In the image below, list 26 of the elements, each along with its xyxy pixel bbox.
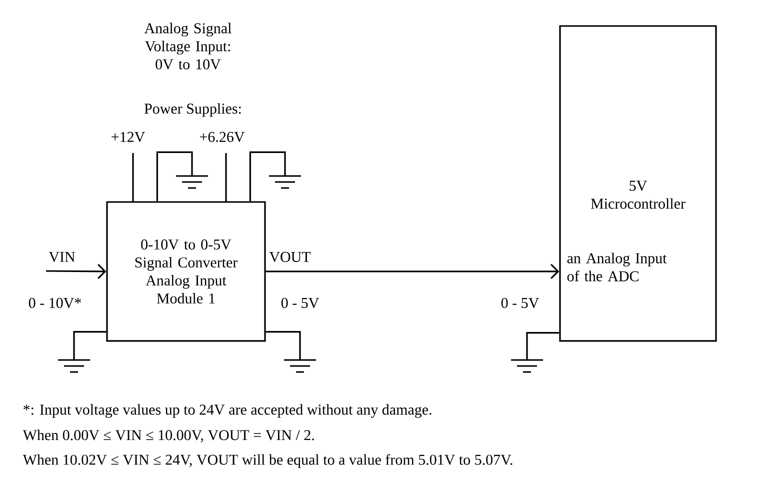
- note: *: Input voltage values up to 24V are accepted without any damage.: [24, 404, 432, 418]
- heading-label: Power Supplies:: [144, 103, 241, 117]
- range-label: 0 - 5V: [281, 298, 319, 308]
- note: When 10.02V ≤ VIN ≤ 24V, VOUT will be equal to a value from 5.01V to 5.07V.: [22, 454, 512, 468]
- ground-symbol: [57, 359, 91, 373]
- input-label: Analog Signal Voltage Input: 0V to 10V: [144, 22, 232, 70]
- ground-symbol: [283, 359, 317, 373]
- arrow: [46, 264, 106, 279]
- signal-label: VIN: [48, 252, 75, 262]
- wire: [526, 332, 560, 360]
- ground-symbol: [268, 175, 302, 189]
- wire: [266, 331, 301, 360]
- converter-box: 0-10V to 0-5V Signal Converter Analog Input Module 1: [106, 201, 266, 342]
- arrow: [266, 264, 560, 280]
- range-label: 0 - 5V: [501, 298, 539, 308]
- range-label: 0 - 10V*: [28, 298, 81, 308]
- note: When 0.00V ≤ VIN ≤ 10.00V, VOUT = VIN / 2.: [22, 430, 314, 442]
- signal-label: VOUT: [269, 252, 311, 262]
- voltage-label: +12V: [112, 132, 145, 142]
- wire: [73, 331, 106, 360]
- microcontroller-box: 5V Microcontroller an Analog Input of the ADC: [559, 25, 717, 342]
- ground-symbol: [510, 359, 544, 373]
- ground-symbol: [175, 175, 209, 189]
- voltage-label: +6.26V: [200, 132, 245, 142]
- wire: [156, 151, 193, 202]
- wire: [249, 151, 286, 202]
